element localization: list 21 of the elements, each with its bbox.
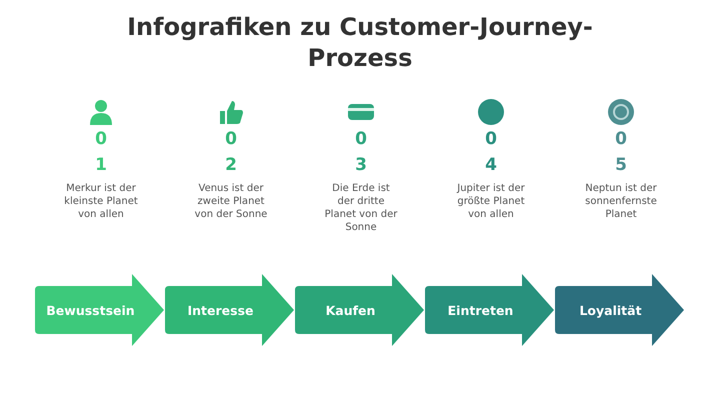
- step-number: 05: [614, 128, 628, 177]
- stage-banner: [295, 274, 424, 346]
- title: Infografiken zu Customer-Journey-Prozess: [126, 12, 594, 74]
- stage-label: Bewusstsein: [46, 302, 135, 318]
- step-description: Jupiter ist der größte Planet von allen: [456, 182, 526, 221]
- step-description: Merkur ist der kleinste Planet von allen: [64, 182, 138, 221]
- step-number: 04: [484, 128, 498, 177]
- stage-label: Interesse: [187, 302, 254, 318]
- step-description: Die Erde ist der dritte Planet von der Sonne: [324, 182, 398, 234]
- stage-banner: [425, 274, 554, 346]
- stage-label: Loyalität: [579, 302, 642, 318]
- step-number: 01: [94, 128, 108, 177]
- step-number: 03: [354, 128, 368, 177]
- step-number: 02: [224, 128, 238, 177]
- stage-banner: [35, 274, 164, 346]
- stage-banner: [165, 274, 294, 346]
- stage-label: Kaufen: [326, 302, 376, 318]
- step-description: Neptun ist der sonnenfernste Planet: [584, 182, 658, 221]
- stage-banner: [555, 274, 684, 346]
- step-description: Venus ist der zweite Planet von der Sonne: [194, 182, 268, 221]
- stage-label: Eintreten: [448, 302, 514, 318]
